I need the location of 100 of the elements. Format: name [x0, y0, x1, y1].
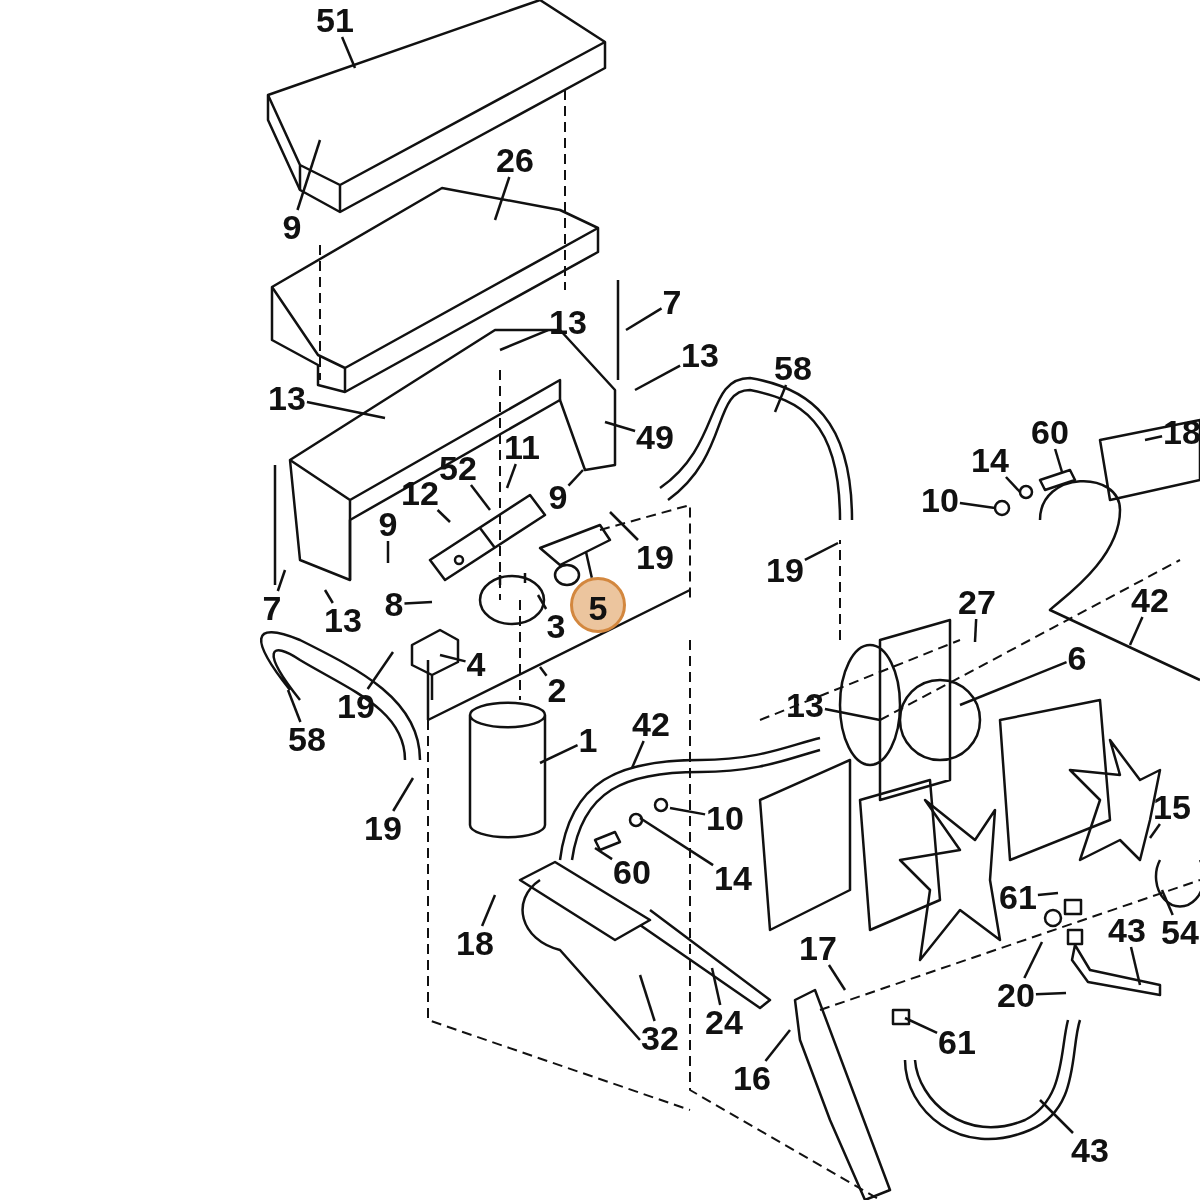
callout-number: 7	[661, 285, 683, 319]
leader-line	[386, 541, 390, 563]
leader-line	[1023, 941, 1044, 979]
leader-line	[286, 689, 302, 723]
callout-number: 18	[455, 926, 495, 960]
callout-number: 32	[640, 1021, 680, 1055]
leader-line	[1128, 616, 1144, 646]
leader-line	[959, 661, 1067, 707]
callout-number: 13	[548, 305, 588, 339]
leader-line	[1144, 435, 1163, 442]
leader-line	[439, 653, 466, 663]
callout-number: 42	[631, 707, 671, 741]
leader-line	[1160, 889, 1174, 916]
leader-line	[366, 651, 395, 690]
leader-line	[392, 777, 415, 812]
leader-line	[1035, 991, 1067, 996]
leader-line	[824, 707, 881, 722]
leader-line	[306, 400, 386, 420]
callout-number: 8	[383, 587, 405, 621]
callout-number: 3	[545, 609, 567, 643]
callout-number: 7	[261, 591, 283, 625]
callout-number: 60	[1030, 415, 1070, 449]
callout-number: 10	[920, 483, 960, 517]
leader-line	[1037, 891, 1059, 897]
leader-line	[630, 740, 645, 769]
callout-number: 54	[1160, 915, 1200, 949]
leader-line	[1053, 448, 1064, 473]
leader-line	[634, 364, 681, 392]
leader-line	[904, 1016, 938, 1034]
leader-line	[404, 600, 433, 605]
leader-line	[436, 509, 451, 523]
callout-number: 60	[612, 855, 652, 889]
highlighted-callout-number: 5	[570, 577, 626, 633]
callout-number: 4	[465, 647, 487, 681]
callout-number: 14	[970, 443, 1010, 477]
leader-line	[710, 967, 722, 1006]
callout-number: 61	[998, 880, 1038, 914]
callout-number: 19	[336, 689, 376, 723]
callout-number: 26	[495, 143, 535, 177]
callout-number: 11	[503, 430, 541, 464]
callout-number: 1	[577, 723, 599, 757]
callout-number: 52	[438, 451, 478, 485]
leader-line	[567, 469, 584, 487]
callout-number: 19	[363, 811, 403, 845]
callout-number: 9	[377, 507, 399, 541]
callout-number: 16	[732, 1061, 772, 1095]
leader-line	[638, 974, 656, 1022]
leader-line	[584, 551, 594, 578]
leader-line	[604, 420, 636, 433]
callout-number: 58	[287, 722, 327, 756]
leader-line	[493, 176, 511, 221]
leader-line	[827, 964, 847, 991]
callout-number: 20	[996, 978, 1036, 1012]
callout-number: 27	[957, 585, 997, 619]
leader-line	[594, 846, 613, 861]
callout-number: 43	[1070, 1133, 1110, 1167]
leader-line	[764, 1029, 791, 1062]
leader-line	[639, 816, 714, 867]
leader-line	[973, 618, 978, 643]
callout-number: 13	[267, 381, 307, 415]
leader-line	[804, 541, 839, 561]
leader-line	[609, 511, 639, 541]
leader-line	[539, 743, 579, 765]
callout-number: 14	[713, 861, 753, 895]
callout-number: 19	[765, 553, 805, 587]
callout-number: 13	[785, 688, 825, 722]
callout-number: 49	[635, 420, 675, 454]
leader-line	[1005, 476, 1021, 493]
callout-number: 9	[281, 210, 303, 244]
callout-number: 2	[546, 673, 568, 707]
leader-line	[505, 463, 517, 489]
leader-line	[323, 589, 334, 604]
callout-number: 24	[704, 1005, 744, 1039]
leader-line	[669, 806, 706, 816]
leader-line	[1149, 823, 1161, 839]
callout-number: 9	[547, 480, 569, 514]
leader-line	[536, 594, 548, 610]
leader-line	[499, 329, 549, 352]
callout-number: 42	[1130, 583, 1170, 617]
callout-number: 58	[773, 351, 813, 385]
leader-line	[1039, 1099, 1074, 1134]
callout-number: 61	[937, 1025, 977, 1059]
callout-number: 19	[635, 540, 675, 574]
leader-line	[469, 484, 491, 511]
callout-number: 12	[400, 476, 440, 510]
leader-line	[276, 569, 287, 592]
callout-number: 43	[1107, 913, 1147, 947]
leader-line	[625, 307, 663, 332]
callout-number: 15	[1152, 790, 1192, 824]
callout-number: 51	[315, 3, 355, 37]
callout-number: 17	[798, 931, 838, 965]
leader-line	[539, 666, 548, 677]
leader-line	[340, 36, 357, 69]
callout-number: 13	[323, 603, 363, 637]
callout-number: 10	[705, 801, 745, 835]
callout-number: 6	[1066, 641, 1088, 675]
leader-line	[773, 384, 788, 413]
callout-number: 13	[680, 338, 720, 372]
leader-line	[959, 501, 996, 510]
leader-line	[1129, 946, 1142, 986]
